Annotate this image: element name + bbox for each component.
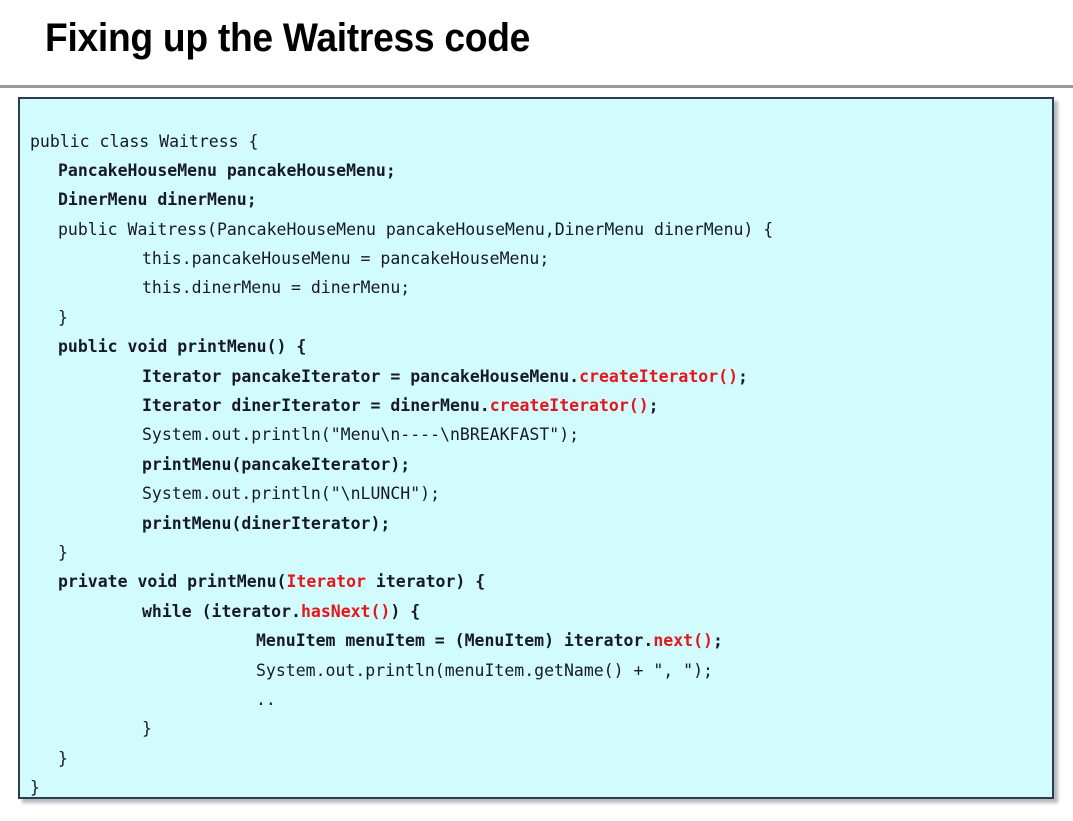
- code-line: System.out.println("Menu\n----\nBREAKFAS…: [20, 420, 1052, 449]
- code-token-highlighted: hasNext(): [300, 601, 391, 621]
- code-line: this.pancakeHouseMenu = pancakeHouseMenu…: [20, 244, 1052, 273]
- code-token-highlighted: next(): [653, 631, 713, 651]
- code-block-panel: public class Waitress { PancakeHouseMenu …: [18, 97, 1054, 799]
- code-token: Iterator pancakeIterator = pancakeHouseM…: [142, 366, 580, 386]
- code-line: this.dinerMenu = dinerMenu;: [20, 273, 1052, 302]
- code-line: private void printMenu(Iterator iterator…: [20, 567, 1052, 596]
- code-token: this.pancakeHouseMenu = pancakeHouseMenu…: [142, 249, 550, 269]
- code-token: private void printMenu(: [58, 572, 287, 592]
- code-line: printMenu(dinerIterator);: [20, 509, 1052, 538]
- code-token: while (iterator.: [142, 601, 301, 621]
- code-line: }: [20, 744, 1052, 773]
- code-line: DinerMenu dinerMenu;: [20, 185, 1052, 214]
- code-token: }: [58, 542, 68, 562]
- code-line: MenuItem menuItem = (MenuItem) iterator.…: [20, 626, 1052, 655]
- code-token: ) {: [390, 601, 421, 621]
- code-token-highlighted: Iterator: [286, 572, 366, 592]
- code-token: System.out.println("Menu\n----\nBREAKFAS…: [142, 425, 580, 445]
- code-line: }: [20, 714, 1052, 743]
- code-token: ..: [256, 689, 276, 709]
- code-line: Iterator dinerIterator = dinerMenu.creat…: [20, 391, 1052, 420]
- code-token-highlighted: createIterator(): [489, 396, 649, 416]
- code-listing: public class Waitress { PancakeHouseMenu …: [20, 127, 1052, 798]
- code-line: Iterator pancakeIterator = pancakeHouseM…: [20, 362, 1052, 391]
- code-token: PancakeHouseMenu pancakeHouseMenu;: [58, 160, 396, 180]
- code-line: System.out.println("\nLUNCH");: [20, 479, 1052, 508]
- code-token-highlighted: createIterator(): [579, 366, 739, 386]
- code-token: public Waitress(PancakeHouseMenu pancake…: [58, 219, 774, 239]
- code-token: }: [58, 307, 68, 327]
- code-token: }: [58, 748, 68, 768]
- code-token: public class Waitress {: [30, 131, 259, 151]
- code-token: }: [30, 778, 40, 798]
- code-line: ..: [20, 685, 1052, 714]
- code-line: }: [20, 303, 1052, 332]
- code-token: ;: [712, 631, 723, 651]
- code-token: public void printMenu() {: [58, 337, 307, 357]
- title-divider: [0, 85, 1073, 88]
- code-line: printMenu(pancakeIterator);: [20, 450, 1052, 479]
- code-line: PancakeHouseMenu pancakeHouseMenu;: [20, 156, 1052, 185]
- code-line: public class Waitress {: [20, 127, 1052, 156]
- code-token: iterator) {: [365, 572, 486, 592]
- code-line: public void printMenu() {: [20, 332, 1052, 361]
- page-title: Fixing up the Waitress code: [45, 16, 531, 60]
- code-token: System.out.println(menuItem.getName() + …: [256, 660, 713, 680]
- code-token: Iterator dinerIterator = dinerMenu.: [142, 396, 490, 416]
- code-token: System.out.println("\nLUNCH");: [142, 484, 441, 504]
- code-token: this.dinerMenu = dinerMenu;: [142, 278, 411, 298]
- code-token: MenuItem menuItem = (MenuItem) iterator.: [256, 631, 654, 651]
- code-token: DinerMenu dinerMenu;: [58, 190, 257, 210]
- code-token: ;: [648, 396, 659, 416]
- code-token: ;: [738, 366, 748, 386]
- code-line: public Waitress(PancakeHouseMenu pancake…: [20, 215, 1052, 244]
- code-token: printMenu(dinerIterator);: [142, 513, 391, 533]
- code-line: System.out.println(menuItem.getName() + …: [20, 656, 1052, 685]
- code-token: printMenu(pancakeIterator);: [142, 454, 411, 474]
- code-line: }: [20, 538, 1052, 567]
- code-line: }: [20, 773, 1052, 798]
- code-line: while (iterator.hasNext()) {: [20, 597, 1052, 626]
- code-token: }: [142, 719, 152, 739]
